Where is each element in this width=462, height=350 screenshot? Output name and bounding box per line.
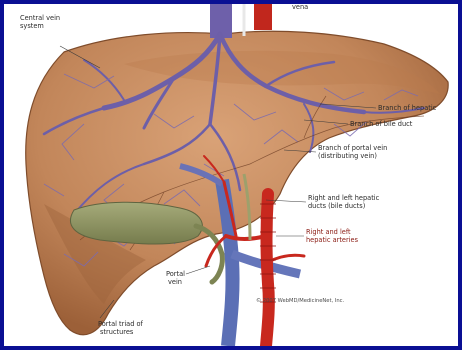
label-hepatic-arteries-2: hepatic arteries [306,236,359,244]
label-top-fragment: vena [292,4,308,11]
label-portal-vein-2: vein [168,278,182,286]
gallbladder [70,202,202,244]
label-copyright: © 2007 WebMD/MedicineNet, Inc. [256,297,344,304]
aorta-top [254,4,272,30]
label-portal-triad-2: structures [100,328,134,336]
label-portal-triad: Portal triad of [98,320,144,328]
label-branch-bile: Branch of bile duct [350,120,413,128]
label-hepatic-arteries: Right and left [306,228,351,236]
liver-anatomy-diagram: vena Central vein system Branch of hepat… [4,4,458,346]
diagram-panel: vena Central vein system Branch of hepat… [4,4,458,346]
label-branch-hepatic: Branch of hepatic [378,104,437,112]
label-central-vein: Central vein [20,14,60,22]
label-branch-portal: Branch of portal vein [318,144,387,152]
label-branch-portal-2: (distributing vein) [318,152,377,160]
label-central-vein-2: system [20,22,44,30]
label-hepatic-ducts-2: ducts (bile ducts) [308,202,365,210]
label-hepatic-ducts: Right and left hepatic [308,194,380,202]
label-portal-vein: Portal [166,270,185,278]
